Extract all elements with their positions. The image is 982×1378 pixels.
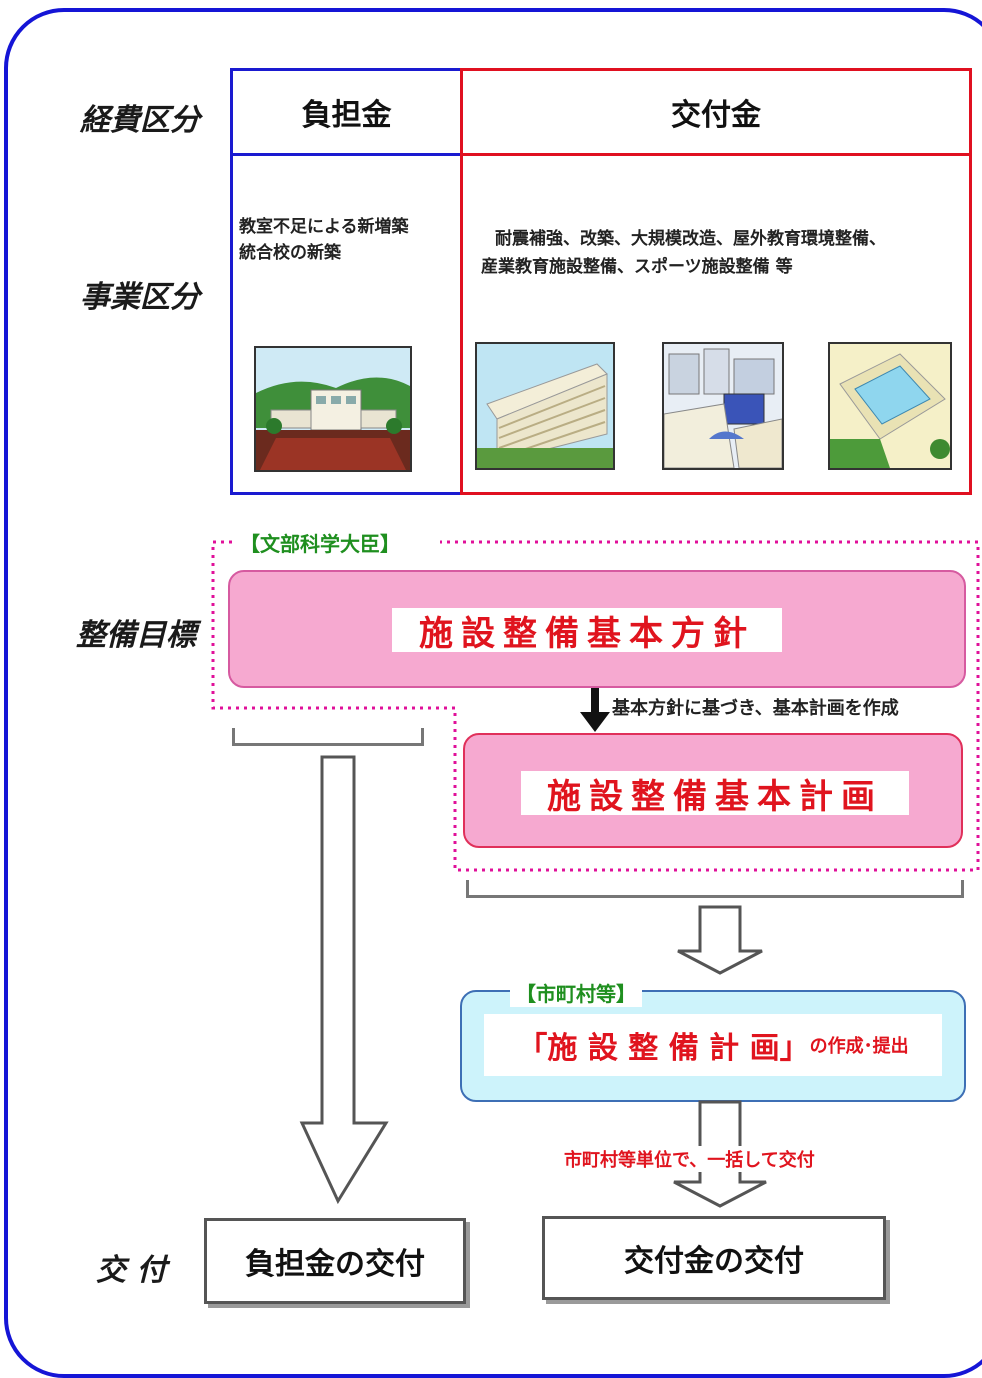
school-building-illustration <box>475 342 615 470</box>
subsidy-grant-label: 交付金の交付 <box>624 1244 804 1279</box>
basic-policy-title: 施設整備基本方針 <box>392 608 782 654</box>
plan-to-municipality-arrow <box>677 905 763 975</box>
burden-description-line1: 教室不足による新増築 <box>239 217 409 237</box>
subsidy-description-line2: 産業教育施設整備、スポーツ施設整備 等 <box>481 257 793 277</box>
burden-grant-label: 負担金の交付 <box>245 1247 425 1282</box>
label-project-category: 事業区分 <box>80 280 200 315</box>
minister-tag: 【文部科学大臣】 <box>236 528 404 557</box>
new-school-illustration <box>254 346 412 472</box>
subsidy-description-line1: 耐震補強、改築、大規模改造、屋外教育環境整備、 <box>495 229 886 249</box>
municipality-plan-bar: 「施 設 整 備 計 画」 の作成･提出 <box>484 1014 942 1076</box>
basic-plan-box: 施設整備基本計画 <box>463 733 963 848</box>
burden-description-line2: 統合校の新築 <box>239 243 341 263</box>
swimming-pool-illustration <box>828 342 952 470</box>
minister-dotted-outline <box>211 540 980 872</box>
burden-flow-arrow <box>299 755 389 1205</box>
municipality-plan-suffix: の作成･提出 <box>809 1036 909 1057</box>
burden-bracket <box>232 728 424 746</box>
burden-grant-box: 負担金の交付 <box>204 1218 466 1304</box>
subsidy-body-cell: 耐震補強、改築、大規模改造、屋外教育環境整備、 産業教育施設整備、スポーツ施設整… <box>460 153 972 495</box>
label-grant: 交 付 <box>96 1253 167 1288</box>
basic-policy-box: 施設整備基本方針 <box>228 570 966 688</box>
subsidy-header: 交付金 <box>671 98 761 133</box>
grant-note: 市町村等単位で、一括して交付 <box>560 1146 819 1172</box>
subsidy-grant-box: 交付金の交付 <box>542 1216 886 1300</box>
municipality-tag: 【市町村等】 <box>510 978 642 1007</box>
label-development-goal: 整備目標 <box>76 618 196 653</box>
policy-to-plan-arrow <box>580 688 610 732</box>
subsidy-bracket <box>466 880 964 898</box>
city-buildings-illustration <box>662 342 784 470</box>
basic-plan-title: 施設整備基本計画 <box>521 771 909 817</box>
municipality-plan-title: 「施 設 整 備 計 画」 <box>517 1031 810 1066</box>
label-expense-category: 経費区分 <box>80 103 200 138</box>
policy-arrow-note: 基本方針に基づき、基本計画を作成 <box>612 698 899 719</box>
burden-header: 負担金 <box>301 98 392 133</box>
municipality-box: 「施 設 整 備 計 画」 の作成･提出 <box>460 990 966 1102</box>
